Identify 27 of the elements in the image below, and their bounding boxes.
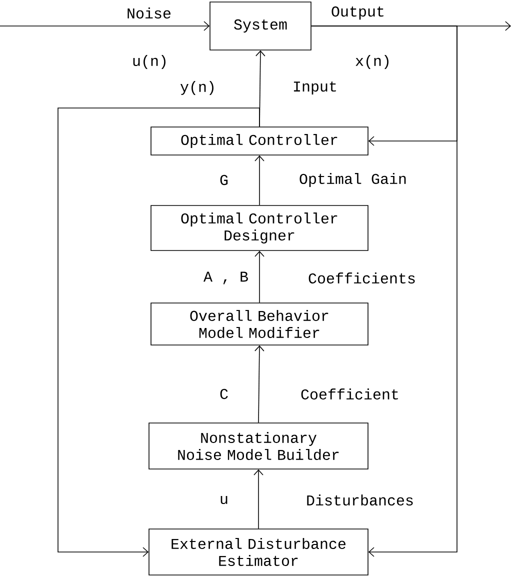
- arrow: [254, 469, 264, 529]
- signal-label: A , B: [204, 272, 248, 284]
- signal-label: x(n): [356, 55, 388, 69]
- block-box: Optimal Controller Designer: [150, 205, 368, 251]
- signal-label: u(n): [133, 55, 166, 69]
- block-box: Overall Behavior Model Modifier: [150, 302, 368, 346]
- signal-label: Disturbances: [307, 494, 413, 506]
- signal-label: C: [220, 388, 228, 400]
- signal-label: y(n): [180, 81, 214, 95]
- signal-label: Coefficients: [308, 272, 415, 284]
- signal-label: Input: [294, 81, 336, 95]
- arrow: [254, 345, 264, 423]
- signal-label: u: [220, 496, 228, 504]
- block-box: Nonstationary Noise Model Builder: [148, 422, 368, 470]
- signal-label: Coefficient: [301, 388, 398, 400]
- signal-label: Noise: [128, 8, 170, 18]
- arrow: [58, 108, 260, 557]
- arrow: [254, 155, 264, 206]
- block-box: Optimal Controller: [150, 126, 368, 156]
- block-box: System: [210, 2, 312, 50]
- arrow: [0, 21, 210, 31]
- arrow: [311, 26, 458, 557]
- signal-label: G: [220, 174, 228, 186]
- block-box: External Disturbance Estimator: [148, 528, 368, 576]
- arrow: [254, 250, 264, 303]
- signal-label: Optimal Gain: [300, 173, 406, 187]
- signal-label: Output: [332, 6, 384, 20]
